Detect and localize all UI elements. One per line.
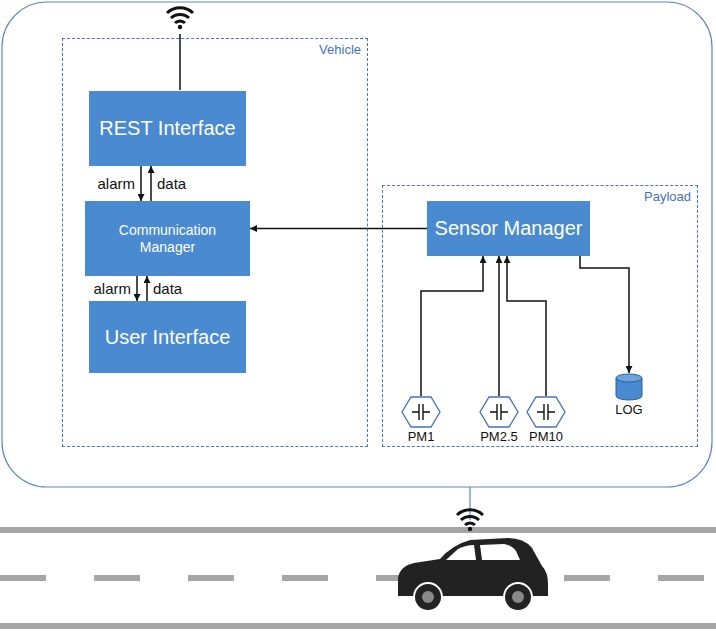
process-box: User Interface (89, 301, 246, 373)
group-label: Vehicle (319, 42, 361, 57)
road-edge (0, 527, 716, 533)
signal-label: alarm (92, 281, 132, 296)
log-storage: LOG (604, 373, 654, 419)
connector-arrow (146, 276, 148, 301)
connector-arrow (498, 256, 500, 396)
process-box: Communication Manager (85, 201, 250, 276)
group-label: Payload (644, 189, 691, 204)
connector-arrow (140, 166, 142, 201)
process-box: REST Interface (89, 91, 246, 166)
icon-label: PM1 (408, 429, 435, 444)
wifi-icon (167, 8, 193, 29)
sensor-symbol (526, 396, 566, 428)
signal-label: alarm (96, 176, 136, 191)
icon-label: PM2.5 (480, 429, 518, 444)
connector-arrow (421, 256, 483, 396)
vehicle-group: VehicleREST InterfaceCommunication Manag… (62, 38, 368, 447)
payload-group: PayloadSensor ManagerPM1 PM2.5 PM10 LOG (382, 185, 698, 447)
pm-sensor: PM2.5 (471, 396, 527, 446)
box-label: Communication Manager (85, 222, 250, 254)
lane-marking (0, 575, 716, 581)
connector-arrow (250, 228, 427, 230)
signal-label: data (152, 281, 183, 296)
process-box: Sensor Manager (427, 201, 590, 256)
pm-sensor: PM10 (518, 396, 574, 446)
sensor-symbol (401, 396, 441, 428)
road-edge (0, 623, 716, 629)
system-outline (2, 2, 712, 487)
signal-label: data (156, 176, 187, 191)
icon-label: LOG (615, 402, 642, 417)
connector-arrow (580, 256, 629, 373)
car (398, 538, 548, 611)
connector-arrow (150, 166, 152, 201)
box-label: REST Interface (93, 117, 241, 140)
box-label: Sensor Manager (429, 217, 589, 240)
sensor-symbol (479, 396, 519, 428)
icon-label: PM10 (529, 429, 563, 444)
antenna-line (179, 34, 181, 90)
connector-arrow (507, 256, 546, 396)
database-symbol (615, 373, 643, 401)
box-label: User Interface (99, 326, 237, 349)
pm-sensor: PM1 (393, 396, 449, 446)
wifi-icon (457, 510, 483, 531)
connector-arrow (136, 276, 138, 301)
